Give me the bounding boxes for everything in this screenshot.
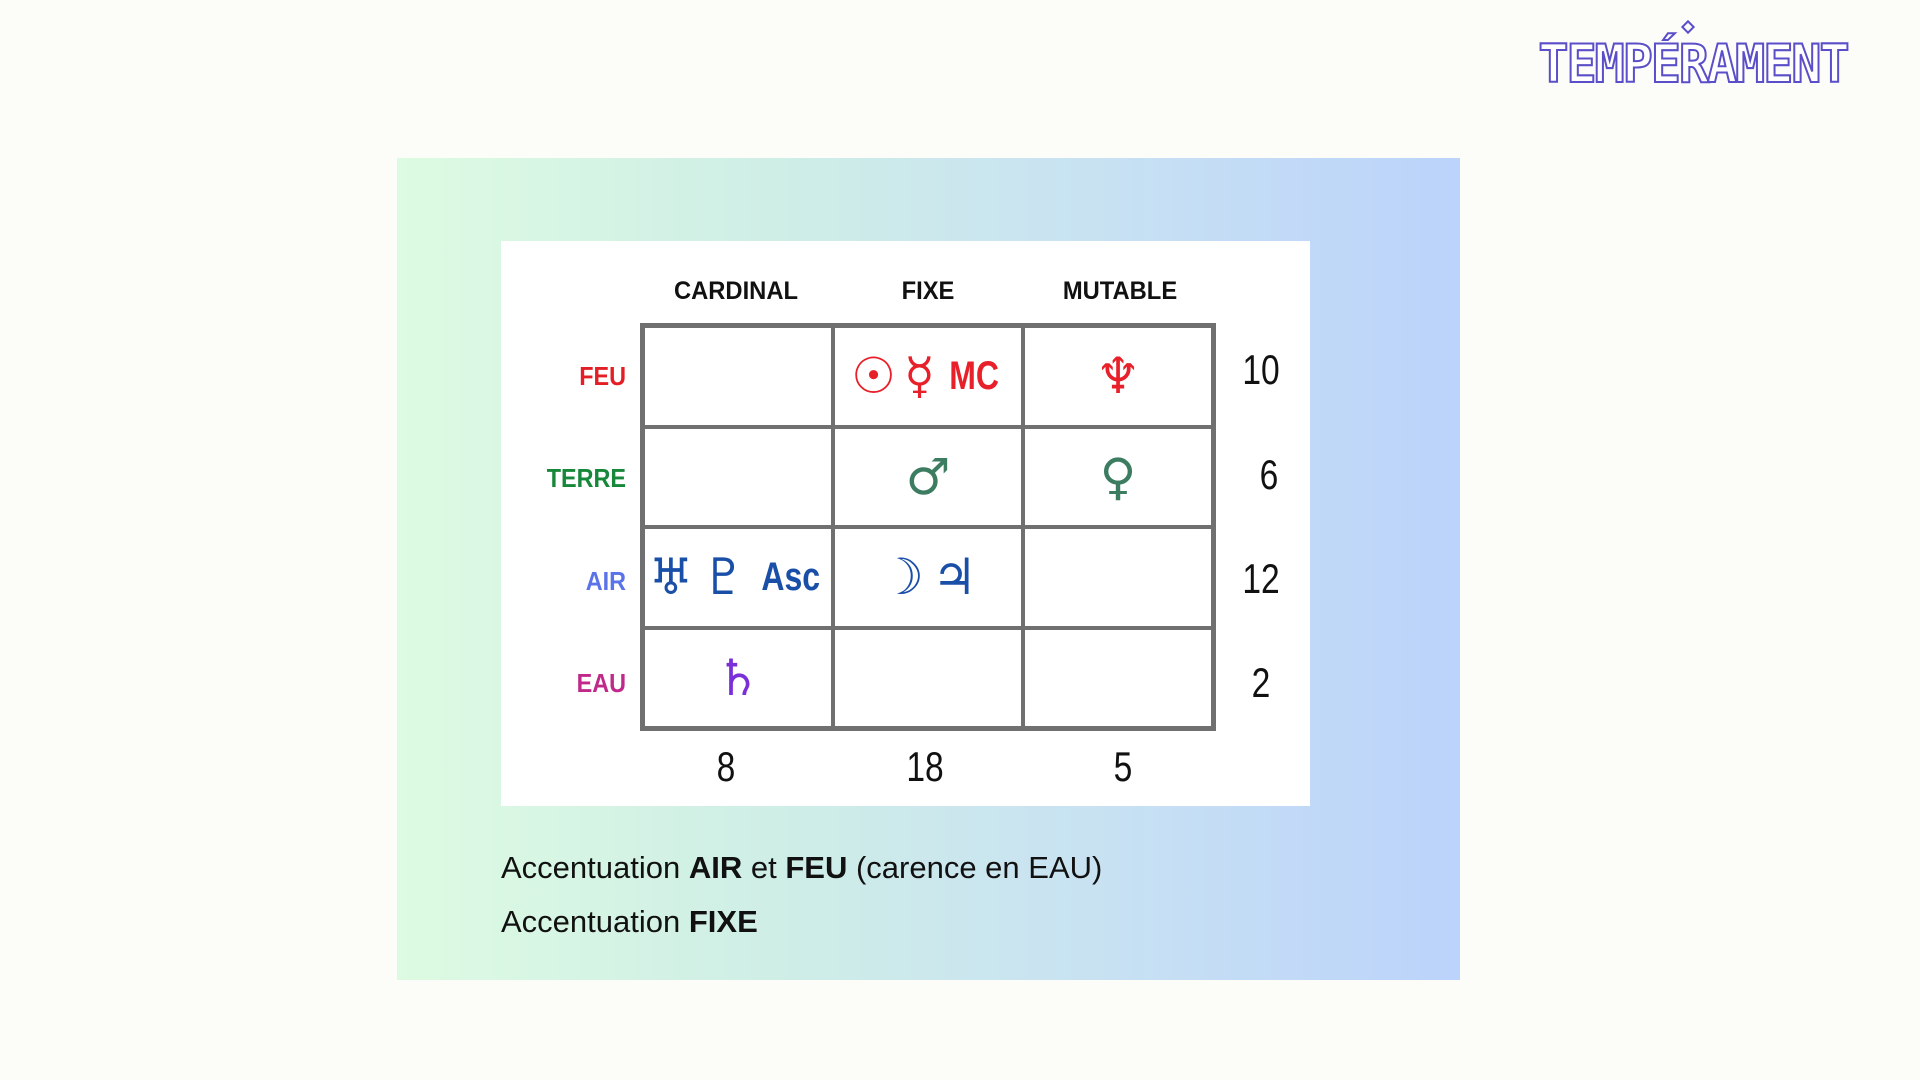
summary-text: et bbox=[742, 850, 786, 885]
cell-feu-fixe: ☉ ☿ MC bbox=[833, 326, 1023, 427]
moon-icon: ☽ bbox=[879, 548, 924, 607]
column-header-fixe: FIXE bbox=[901, 277, 955, 305]
column-total-fixe: 18 bbox=[906, 743, 944, 790]
summary-text: Accentuation bbox=[501, 850, 689, 885]
asc-label: Asc bbox=[761, 554, 821, 599]
summary-line-elements: Accentuation AIR et FEU (carence en EAU) bbox=[501, 850, 1102, 886]
cell-air-fixe: ☽ ♃ bbox=[833, 527, 1023, 628]
summary-text: (carence en EAU) bbox=[847, 850, 1103, 885]
column-header-cardinal: CARDINAL bbox=[673, 277, 799, 305]
cell-air-cardinal: ♅ ♇ Asc bbox=[643, 527, 833, 628]
row-total-eau: 2 bbox=[1251, 659, 1271, 706]
column-header-mutable: MUTABLE bbox=[1062, 277, 1178, 305]
cell-feu-mutable: ♆ bbox=[1023, 326, 1213, 427]
cell-terre-cardinal bbox=[643, 426, 833, 527]
mercury-icon: ☿ bbox=[903, 347, 935, 406]
row-total-feu: 10 bbox=[1242, 346, 1280, 393]
uranus-icon: ♅ bbox=[648, 548, 694, 607]
jupiter-icon: ♃ bbox=[932, 548, 977, 607]
summary-emphasis: FEU bbox=[785, 850, 848, 885]
pluto-icon: ♇ bbox=[701, 548, 747, 607]
cell-feu-cardinal bbox=[643, 326, 833, 427]
element-modality-grid: ☉ ☿ MC ♆ ♂ ♀ ♅ ♇ Asc ☽ ♃ ♄ bbox=[640, 323, 1216, 731]
summary-emphasis: FIXE bbox=[688, 904, 758, 939]
cell-air-mutable bbox=[1023, 527, 1213, 628]
temperament-table-card: CARDINAL FIXE MUTABLE FEU TERRE AIR EAU … bbox=[501, 241, 1310, 806]
summary-line-modality: Accentuation FIXE bbox=[501, 904, 758, 940]
column-total-cardinal: 8 bbox=[716, 743, 736, 790]
cell-eau-cardinal: ♄ bbox=[643, 627, 833, 728]
row-total-air: 12 bbox=[1242, 555, 1280, 602]
gradient-panel: CARDINAL FIXE MUTABLE FEU TERRE AIR EAU … bbox=[397, 158, 1460, 980]
sun-icon: ☉ bbox=[851, 347, 896, 406]
summary-emphasis: AIR bbox=[688, 850, 743, 885]
row-header-feu: FEU bbox=[579, 361, 626, 391]
cell-terre-fixe: ♂ bbox=[833, 426, 1023, 527]
neptune-icon: ♆ bbox=[1095, 347, 1141, 406]
mars-icon: ♂ bbox=[905, 447, 951, 506]
cell-terre-mutable: ♀ bbox=[1023, 426, 1213, 527]
row-total-terre: 6 bbox=[1259, 451, 1279, 498]
temperament-logo: TEMPÉRAMENT bbox=[1533, 19, 1853, 95]
column-total-mutable: 5 bbox=[1113, 743, 1133, 790]
row-header-terre: TERRE bbox=[546, 463, 626, 493]
cell-eau-fixe bbox=[833, 627, 1023, 728]
accent-diamond-icon bbox=[1680, 19, 1696, 35]
logo-text: TEMPÉRAMENT bbox=[1537, 33, 1850, 95]
row-header-air: AIR bbox=[585, 566, 626, 596]
venus-icon: ♀ bbox=[1099, 447, 1137, 506]
summary-text: Accentuation bbox=[501, 904, 689, 939]
mc-label: MC bbox=[948, 353, 999, 398]
row-header-eau: EAU bbox=[576, 668, 626, 698]
cell-eau-mutable bbox=[1023, 627, 1213, 728]
saturn-icon: ♄ bbox=[715, 648, 761, 707]
